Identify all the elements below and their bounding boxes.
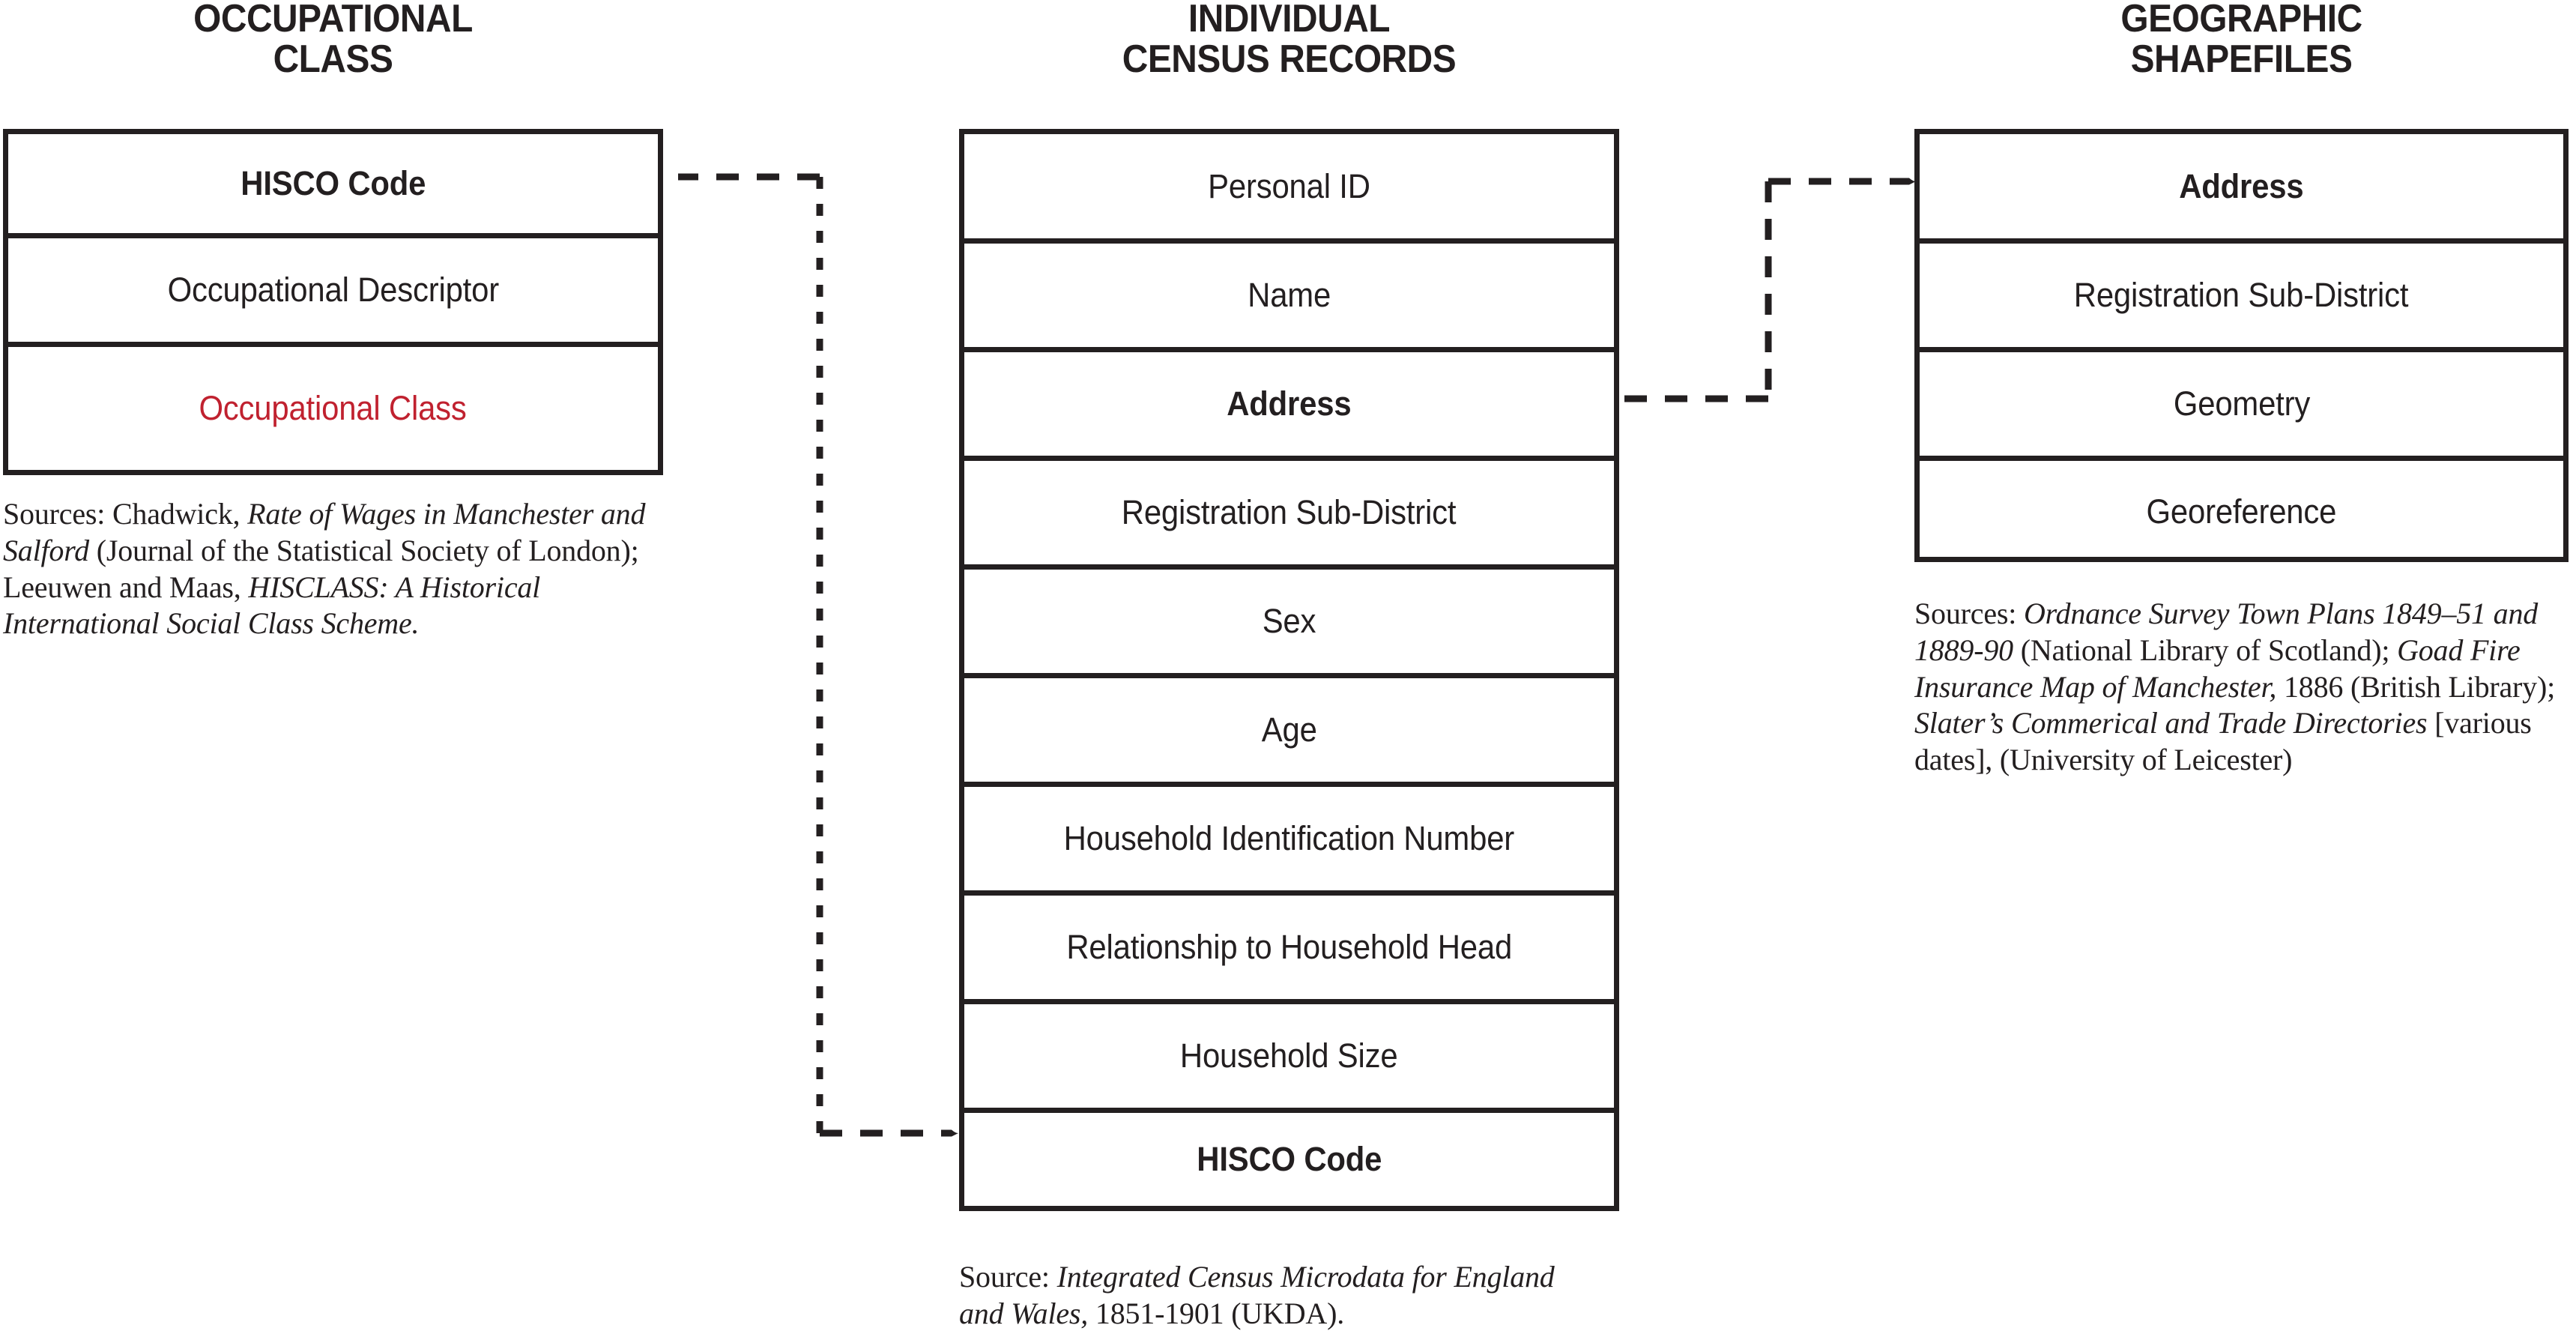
- source-note-mid: 1851-1901 (UKDA).: [1088, 1296, 1345, 1330]
- field-label: Georeference: [2146, 492, 2337, 531]
- field-label: Personal ID: [1208, 166, 1370, 205]
- source-note-italic: HISCLASS: A Historical International Soc…: [3, 570, 541, 641]
- field-label: HISCO Code: [241, 164, 426, 202]
- field-label: Registration Sub-District: [1122, 493, 1457, 531]
- source-note-mid: (Journal of the Statistical Society of L…: [3, 533, 639, 604]
- column-title-occupational-class: OCCUPATIONAL CLASS: [193, 0, 473, 82]
- field-row-hisco-code[interactable]: HISCO Code: [8, 134, 658, 238]
- source-note-prefix: Sources: Chadwick,: [3, 497, 248, 531]
- source-note-prefix: Sources:: [1914, 597, 2024, 630]
- source-note-italic: Rate of Wages in Manchester and Salford: [3, 497, 646, 567]
- field-row-sex[interactable]: Sex: [964, 570, 1614, 678]
- field-row-relationship-to-household-head[interactable]: Relationship to Household Head: [964, 896, 1614, 1004]
- source-note-occupational-class: Sources: Chadwick, Rate of Wages in Manc…: [3, 496, 662, 642]
- field-row-address[interactable]: Address: [964, 352, 1614, 461]
- field-row-registration-sub-district[interactable]: Registration Sub-District: [964, 461, 1614, 570]
- field-label: Relationship to Household Head: [1066, 928, 1512, 966]
- source-note-italic: Goad Fire Insurance Map of Manchester,: [1914, 633, 2521, 704]
- field-label: Household Size: [1180, 1036, 1398, 1075]
- field-row-household-identification-number[interactable]: Household Identification Number: [964, 787, 1614, 896]
- column-title-geographic-shapefiles: GEOGRAPHIC SHAPEFILES: [2120, 0, 2362, 82]
- source-note-tail: [various dates], (University of Leiceste…: [1914, 706, 2532, 777]
- field-label: Name: [1248, 276, 1331, 314]
- source-note-prefix: Source:: [959, 1260, 1057, 1294]
- connector-address-link: [1624, 178, 1916, 402]
- field-row-occupational-class[interactable]: Occupational Class: [8, 347, 658, 470]
- field-label: Age: [1261, 710, 1317, 749]
- column-title-census-records: INDIVIDUAL CENSUS RECORDS: [1122, 0, 1457, 82]
- source-note-mid: 1886 (British Library);: [2276, 669, 2556, 704]
- entity-occupational-class: HISCO Code Occupational Descriptor Occup…: [3, 129, 663, 475]
- field-label: Address: [2179, 166, 2304, 205]
- source-note-italic: Integrated Census Microdata for England …: [959, 1260, 1555, 1330]
- field-row-personal-id[interactable]: Personal ID: [964, 134, 1614, 244]
- field-label: Household Identification Number: [1063, 819, 1515, 857]
- source-note-mid: (National Library of Scotland);: [2013, 633, 2398, 667]
- field-label: Registration Sub-District: [2074, 276, 2409, 314]
- entity-geographic-shapefiles: Address Registration Sub-District Geomet…: [1914, 129, 2569, 562]
- field-label: Occupational Class: [199, 389, 468, 427]
- field-label: HISCO Code: [1197, 1140, 1382, 1178]
- field-row-geometry[interactable]: Geometry: [1920, 352, 2563, 461]
- source-note-census-records: Source: Integrated Census Microdata for …: [959, 1259, 1566, 1333]
- source-note-italic: Ordnance Survey Town Plans 1849–51 and 1…: [1914, 597, 2539, 667]
- field-row-georeference[interactable]: Georeference: [1920, 461, 2563, 562]
- field-row-address[interactable]: Address: [1920, 134, 2563, 244]
- field-row-hisco-code[interactable]: HISCO Code: [964, 1113, 1614, 1206]
- field-label: Geometry: [2173, 384, 2310, 423]
- connector-hisco-code-link: [678, 173, 958, 1137]
- field-row-household-size[interactable]: Household Size: [964, 1004, 1614, 1113]
- field-label: Occupational Descriptor: [167, 271, 499, 309]
- source-note-geographic-shapefiles: Sources: Ordnance Survey Town Plans 1849…: [1914, 596, 2574, 779]
- field-label: Address: [1227, 384, 1352, 423]
- field-row-age[interactable]: Age: [964, 678, 1614, 787]
- field-row-name[interactable]: Name: [964, 244, 1614, 352]
- entity-census-records: Personal ID Name Address Registration Su…: [959, 129, 1619, 1211]
- field-row-occupational-descriptor[interactable]: Occupational Descriptor: [8, 238, 658, 347]
- field-row-registration-sub-district[interactable]: Registration Sub-District: [1920, 244, 2563, 352]
- source-note-italic: Slater’s Commerical and Trade Directorie…: [1914, 706, 2428, 740]
- field-label: Sex: [1262, 602, 1316, 640]
